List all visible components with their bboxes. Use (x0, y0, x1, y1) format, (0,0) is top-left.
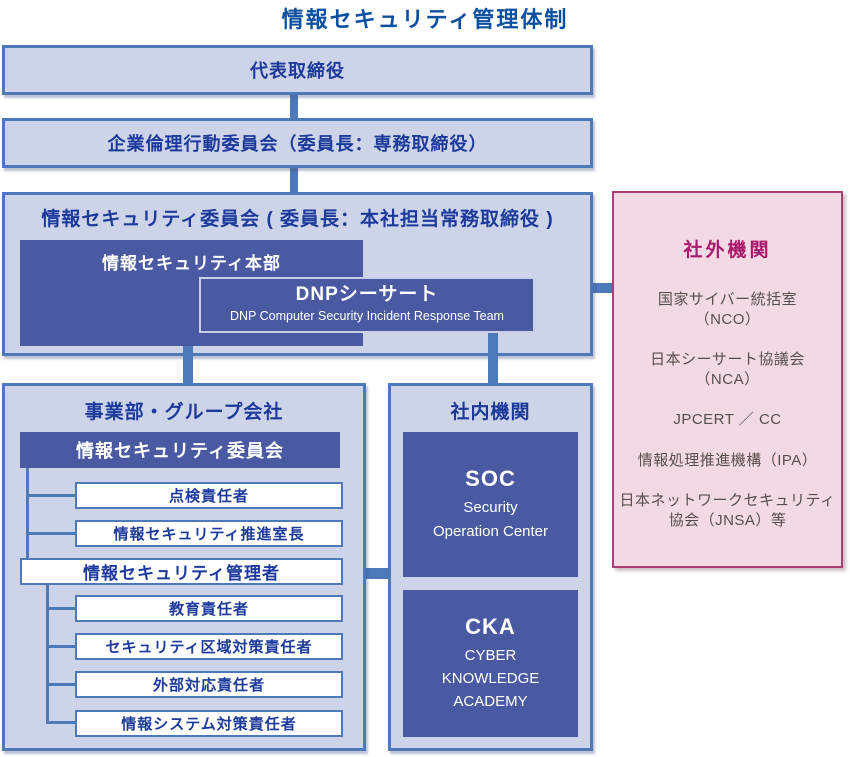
soc-name-line-2: Operation Center (432, 522, 549, 540)
internal-organizations-header: 社内機関 (450, 402, 531, 423)
cka-abbr: CKA (465, 613, 516, 639)
role-label-inspection: 点検責任者 (168, 488, 249, 505)
role-label-education: 教育責任者 (168, 601, 249, 618)
cka-name-line-1: CYBER (464, 646, 517, 664)
divisions-committee-box: 情報セキュリティ委員会 (20, 432, 340, 468)
connector-ceo-ethics (290, 90, 298, 123)
external-organizations-title: 社外機関 (683, 240, 772, 261)
tree-line-elbow-6 (46, 721, 75, 724)
role-box-security-manager: 情報セキュリティ管理者 (20, 558, 343, 585)
divisions-committee-label: 情報セキュリティ委員会 (76, 441, 284, 461)
external-org-jnsa-line-1: 日本ネットワークセキュリティ (619, 492, 836, 509)
external-organizations-box: 社外機関 国家サイバー統括室 （NCO） 日本シーサート協議会 （NCA） JP… (612, 191, 843, 568)
external-org-jnsa: 日本ネットワークセキュリティ 協会（JNSA）等 (614, 491, 841, 530)
ceo-label: 代表取締役 (250, 61, 345, 81)
soc-box: SOC Security Operation Center (403, 432, 578, 577)
cka-box: CKA CYBER KNOWLEDGE ACADEMY (403, 590, 578, 737)
role-box-promotion-office: 情報セキュリティ推進室長 (75, 520, 343, 547)
soc-abbr: SOC (465, 466, 516, 492)
external-org-nca: 日本シーサート協議会 （NCA） (614, 350, 841, 389)
external-org-nca-line-1: 日本シーサート協議会 (650, 351, 805, 368)
role-label-security-area: セキュリティ区域対策責任者 (105, 639, 313, 656)
ceo-box: 代表取締役 (2, 45, 593, 95)
divisions-header: 事業部・グループ会社 (84, 402, 284, 423)
connector-committee-external (585, 283, 618, 293)
external-org-ipa: 情報処理推進機構（IPA） (614, 451, 841, 471)
page-title: 情報セキュリティ管理体制 (281, 7, 569, 32)
connector-manager-internal (352, 568, 394, 579)
role-box-education: 教育責任者 (75, 595, 343, 622)
tree-line-vertical-1 (26, 468, 29, 560)
cka-name-line-3: ACADEMY (453, 693, 528, 711)
tree-line-elbow-1 (26, 494, 75, 497)
role-label-promotion-office: 情報セキュリティ推進室長 (113, 526, 305, 543)
security-headquarters-label: 情報セキュリティ本部 (102, 254, 281, 273)
connector-ethics-committee (290, 163, 298, 197)
role-label-security-manager: 情報セキュリティ管理者 (83, 564, 280, 583)
role-box-security-area: セキュリティ区域対策責任者 (75, 633, 343, 660)
tree-line-elbow-5 (46, 683, 75, 686)
dnp-csirt-box: DNPシーサート DNP Computer Security Incident … (199, 277, 535, 333)
external-org-nco: 国家サイバー統括室 （NCO） (614, 290, 841, 329)
role-label-information-system: 情報システム対策責任者 (121, 716, 297, 733)
external-org-nco-line-2: （NCO） (694, 310, 761, 328)
external-org-jpcert: JPCERT ／ CC (614, 410, 841, 430)
dnp-csirt-subtitle: DNP Computer Security Incident Response … (230, 308, 504, 323)
connector-hq-divisions (183, 346, 193, 387)
tree-line-elbow-3 (46, 607, 75, 610)
role-label-external-response: 外部対応責任者 (152, 677, 265, 694)
role-box-inspection: 点検責任者 (75, 482, 343, 509)
role-box-external-response: 外部対応責任者 (75, 671, 343, 698)
cka-name: CYBER KNOWLEDGE ACADEMY (442, 644, 540, 714)
tree-line-vertical-2 (46, 585, 49, 724)
connector-dnp-internal (488, 333, 498, 387)
external-org-nca-line-2: （NCA） (695, 370, 760, 388)
tree-line-elbow-4 (46, 645, 75, 648)
soc-name-line-1: Security (463, 499, 518, 517)
ethics-committee-box: 企業倫理行動委員会（委員長：専務取締役） (2, 118, 593, 168)
external-org-jpcert-line-1: JPCERT ／ CC (673, 411, 782, 428)
external-org-nco-line-1: 国家サイバー統括室 (657, 291, 798, 308)
tree-line-elbow-2 (26, 532, 75, 535)
soc-name: Security Operation Center (433, 496, 548, 543)
external-org-jnsa-line-2: 協会（JNSA）等 (668, 511, 787, 529)
dnp-csirt-title: DNPシーサート (295, 284, 439, 305)
ethics-committee-label: 企業倫理行動委員会（委員長：専務取締役） (107, 134, 488, 154)
external-org-ipa-line-1: 情報処理推進機構（IPA） (637, 451, 818, 469)
role-box-information-system: 情報システム対策責任者 (75, 710, 343, 737)
security-committee-label: 情報セキュリティ委員会 ( 委員長：本社担当常務取締役 ) (41, 209, 554, 230)
cka-name-line-2: KNOWLEDGE (441, 669, 540, 687)
external-organizations-list: 国家サイバー統括室 （NCO） 日本シーサート協議会 （NCA） JPCERT … (614, 290, 841, 530)
